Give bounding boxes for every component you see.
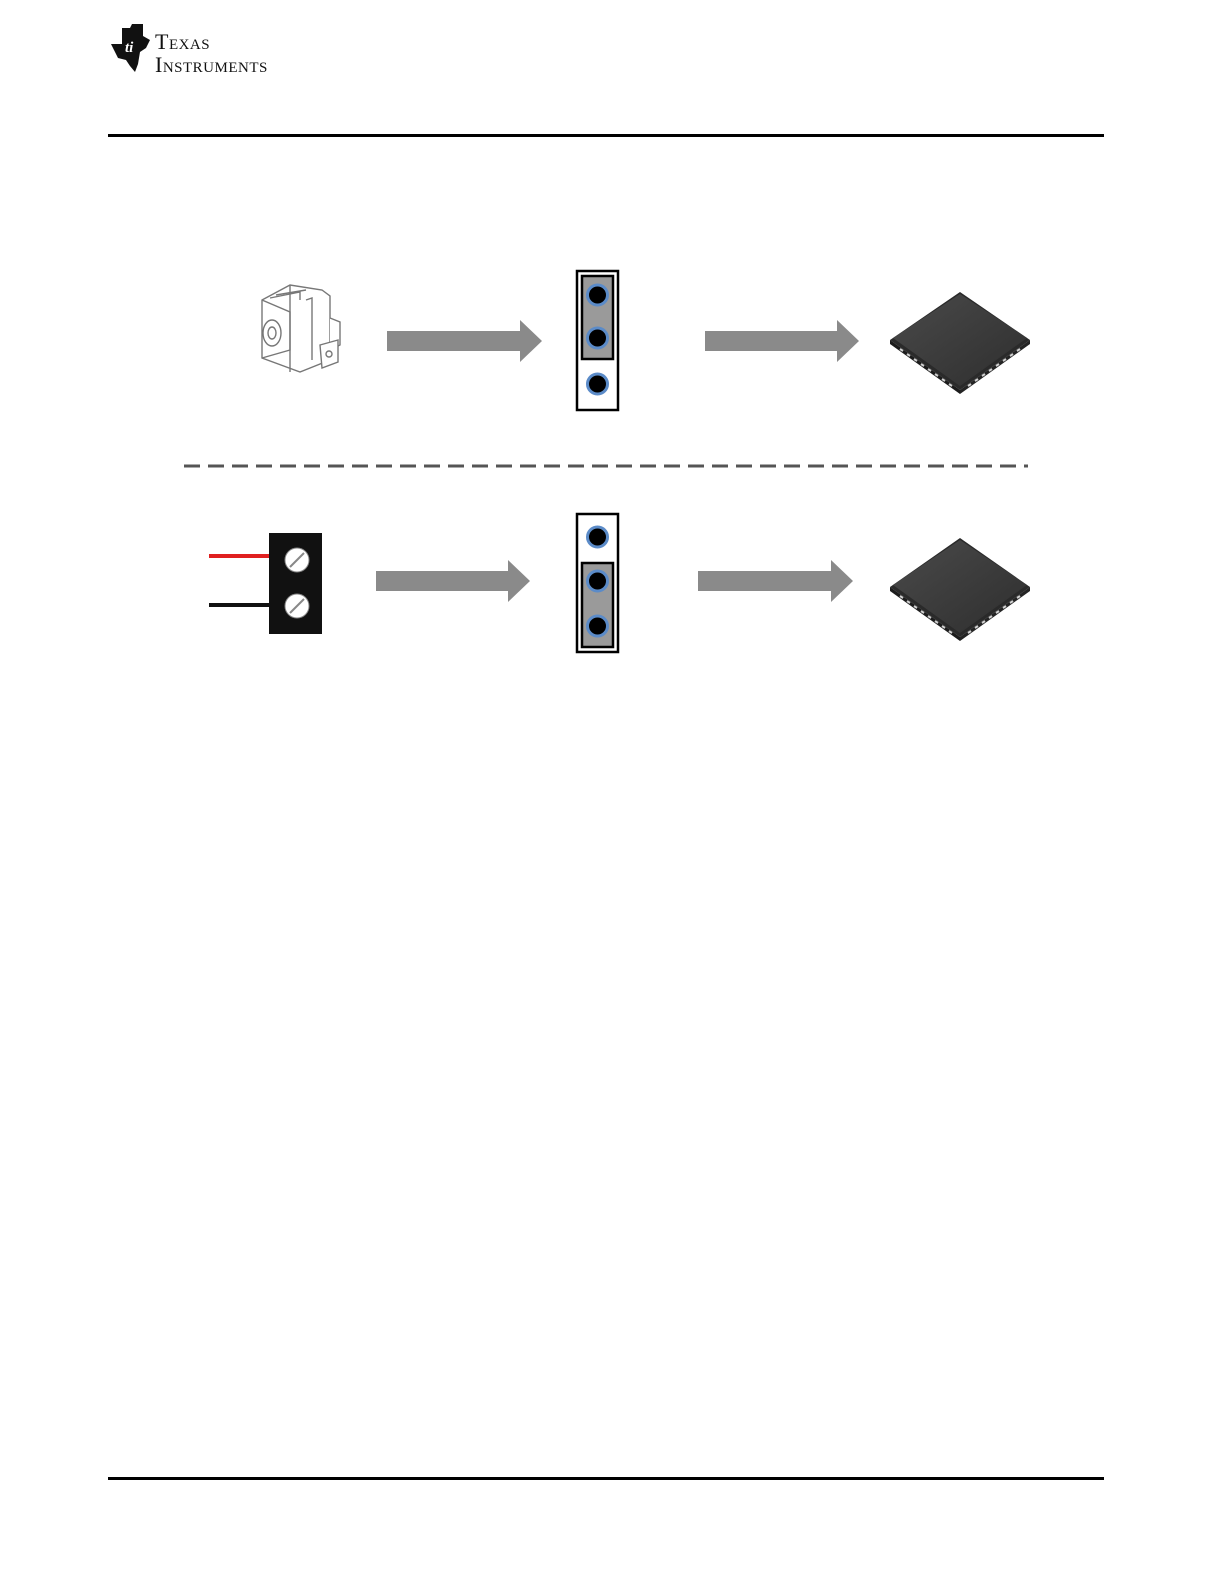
- arrow-icon: [387, 320, 542, 362]
- screw-terminal-icon: [209, 533, 322, 634]
- arrow-icon: [376, 560, 530, 602]
- qfn-chip-icon: [890, 292, 1030, 394]
- arrow-icon: [698, 560, 853, 602]
- footer-rule: [108, 1477, 1104, 1480]
- jumper-header-icon: [577, 514, 618, 652]
- qfn-chip-icon: [890, 538, 1030, 641]
- barrel-jack-icon: [262, 285, 340, 372]
- jumper-header-icon: [577, 271, 618, 410]
- arrow-icon: [705, 320, 859, 362]
